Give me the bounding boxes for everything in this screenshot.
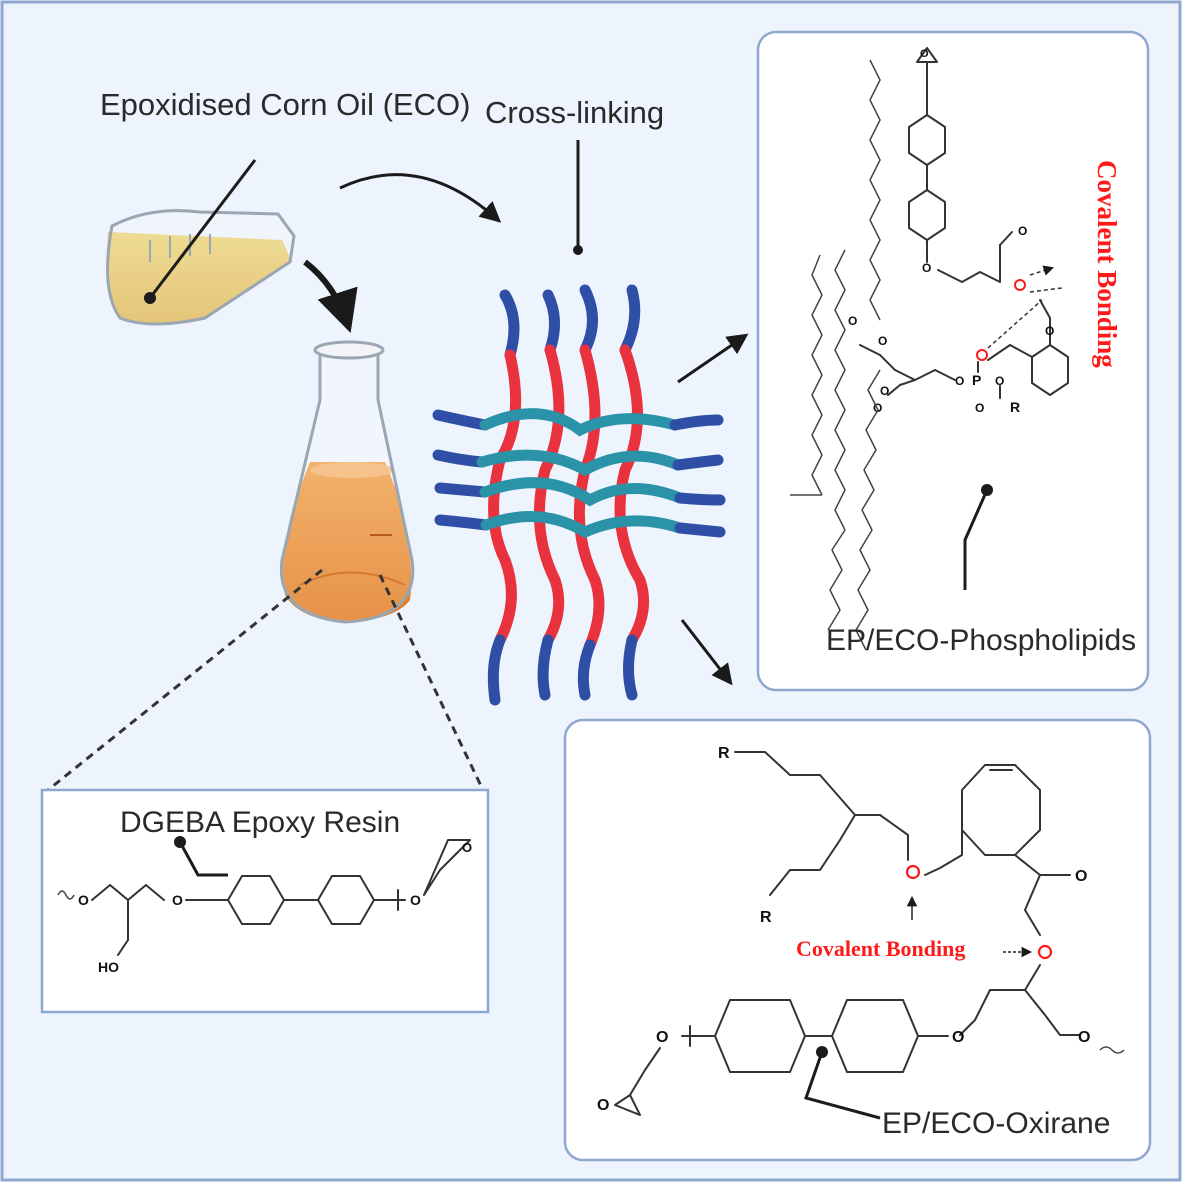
svg-text:O: O: [920, 48, 929, 60]
svg-text:O: O: [952, 1029, 964, 1046]
svg-text:O: O: [410, 892, 421, 908]
svg-text:O: O: [975, 401, 984, 415]
oxirane-panel: R R O O O O O Covalent Bonding: [563, 718, 1152, 1162]
zoom-line-left: [47, 568, 323, 792]
pouring-flask-icon: [106, 159, 296, 326]
svg-text:O: O: [1075, 868, 1087, 885]
arrow-to-oxirane: [680, 619, 733, 686]
svg-text:O: O: [995, 374, 1004, 388]
svg-text:O: O: [78, 892, 89, 908]
dgeba-label: DGEBA Epoxy Resin: [120, 806, 400, 839]
svg-text:O: O: [848, 314, 857, 328]
zoom-line-right: [378, 574, 484, 789]
svg-text:O: O: [597, 1097, 609, 1114]
svg-text:O: O: [462, 840, 472, 855]
svg-text:O: O: [1078, 1029, 1090, 1046]
dgeba-panel: DGEBA Epoxy Resin O HO O O O: [40, 788, 490, 1014]
svg-text:O: O: [656, 1029, 668, 1046]
eco-label: Epoxidised Corn Oil (ECO): [100, 87, 470, 122]
svg-text:O: O: [880, 384, 889, 398]
svg-text:R: R: [718, 745, 730, 762]
svg-text:O: O: [922, 261, 931, 275]
arrow-eco-to-crosslink: [339, 173, 502, 223]
phospholipids-panel: O O O O P O O O R O O O O: [756, 30, 1150, 692]
svg-text:R: R: [760, 909, 772, 926]
crosslink-network: [432, 140, 726, 706]
crosslinking-label: Cross-linking: [485, 95, 664, 130]
svg-text:O: O: [1045, 324, 1054, 338]
svg-text:O: O: [172, 892, 183, 908]
svg-text:O: O: [878, 334, 887, 348]
svg-text:O: O: [1018, 224, 1027, 238]
svg-text:O: O: [955, 374, 964, 388]
svg-text:P: P: [972, 372, 981, 388]
svg-text:R: R: [1010, 399, 1020, 415]
arrow-to-phospholipids: [677, 333, 749, 384]
svg-text:HO: HO: [98, 959, 119, 975]
arrow-pour-to-flask: [303, 259, 358, 333]
covalent-bonding-vertical-label: Covalent Bonding: [1092, 160, 1122, 368]
oxirane-label: EP/ECO-Oxirane: [882, 1107, 1110, 1140]
covalent-bonding-horizontal-label: Covalent Bonding: [796, 936, 965, 961]
phospholipids-label: EP/ECO-Phospholipids: [826, 624, 1136, 657]
